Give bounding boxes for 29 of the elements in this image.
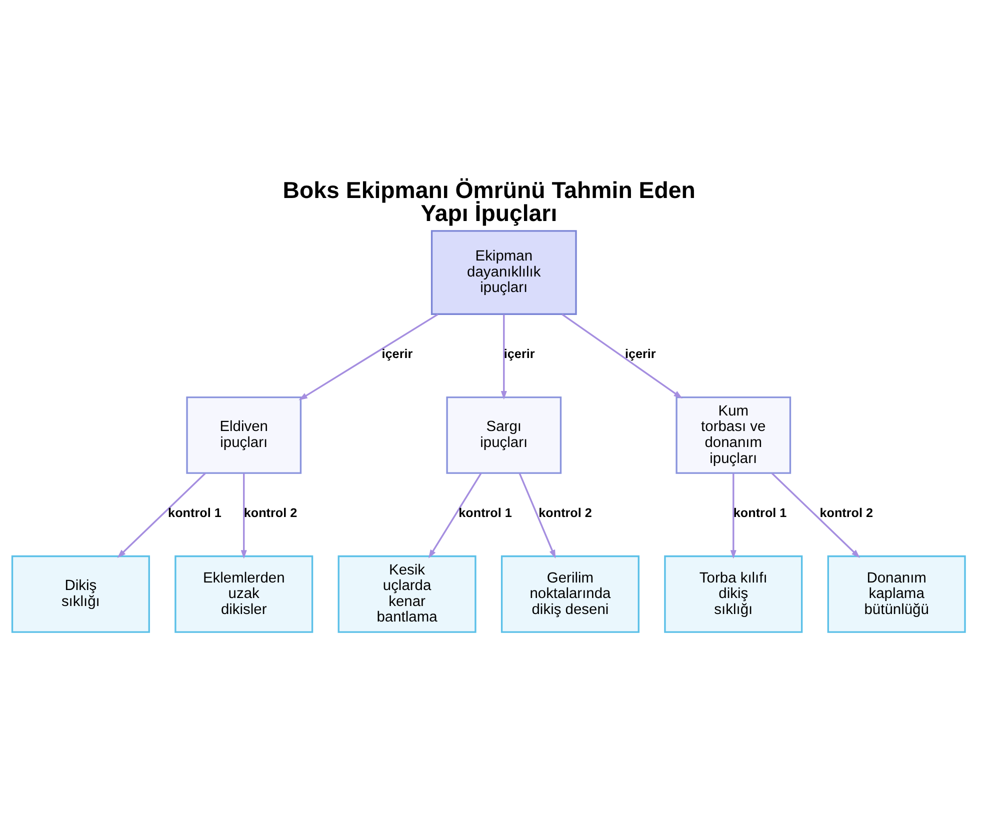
- edge-label: kontrol 1: [458, 506, 512, 520]
- node-box: Ekipman dayanıklılık ipuçları: [430, 230, 577, 315]
- node-box: Eklemlerden uzak dikisler: [174, 555, 314, 633]
- arrow: [117, 472, 206, 558]
- node-box: Kesik uçlarda kenar bantlama: [338, 555, 476, 633]
- arrow: [298, 314, 438, 400]
- edge-label: kontrol 1: [733, 506, 787, 520]
- edge-label: kontrol 2: [244, 506, 298, 520]
- arrow: [562, 314, 682, 398]
- edge-label: içerir: [504, 346, 535, 361]
- edge-label: içerir: [382, 346, 413, 361]
- edge-label: kontrol 2: [538, 506, 592, 520]
- arrow: [428, 472, 482, 558]
- node-box: Kum torbası ve donanım ipuçları: [676, 396, 792, 474]
- arrow: [771, 472, 860, 558]
- node-box: Dikiş sıklığı: [11, 555, 150, 633]
- arrow: [730, 473, 736, 559]
- edge-label: içerir: [624, 346, 656, 361]
- arrow: [240, 473, 247, 559]
- edge-label: kontrol 2: [820, 506, 874, 520]
- diagram-title: Boks Ekipmanı Ömrünü Tahmin Eden Yapı İpuçları: [282, 176, 696, 226]
- node-box: Eldiven ipuçları: [186, 396, 302, 474]
- node-box: Donanım kaplama bütünlüğü: [827, 555, 966, 633]
- node-box: Sargı ipuçları: [446, 396, 562, 474]
- node-box: Torba kılıfı dikiş sıklığı: [664, 555, 803, 633]
- arrow: [500, 314, 507, 400]
- arrow: [518, 473, 556, 559]
- edge-label: kontrol 1: [168, 506, 222, 520]
- node-box: Gerilim noktalarında dikiş deseni: [500, 555, 640, 633]
